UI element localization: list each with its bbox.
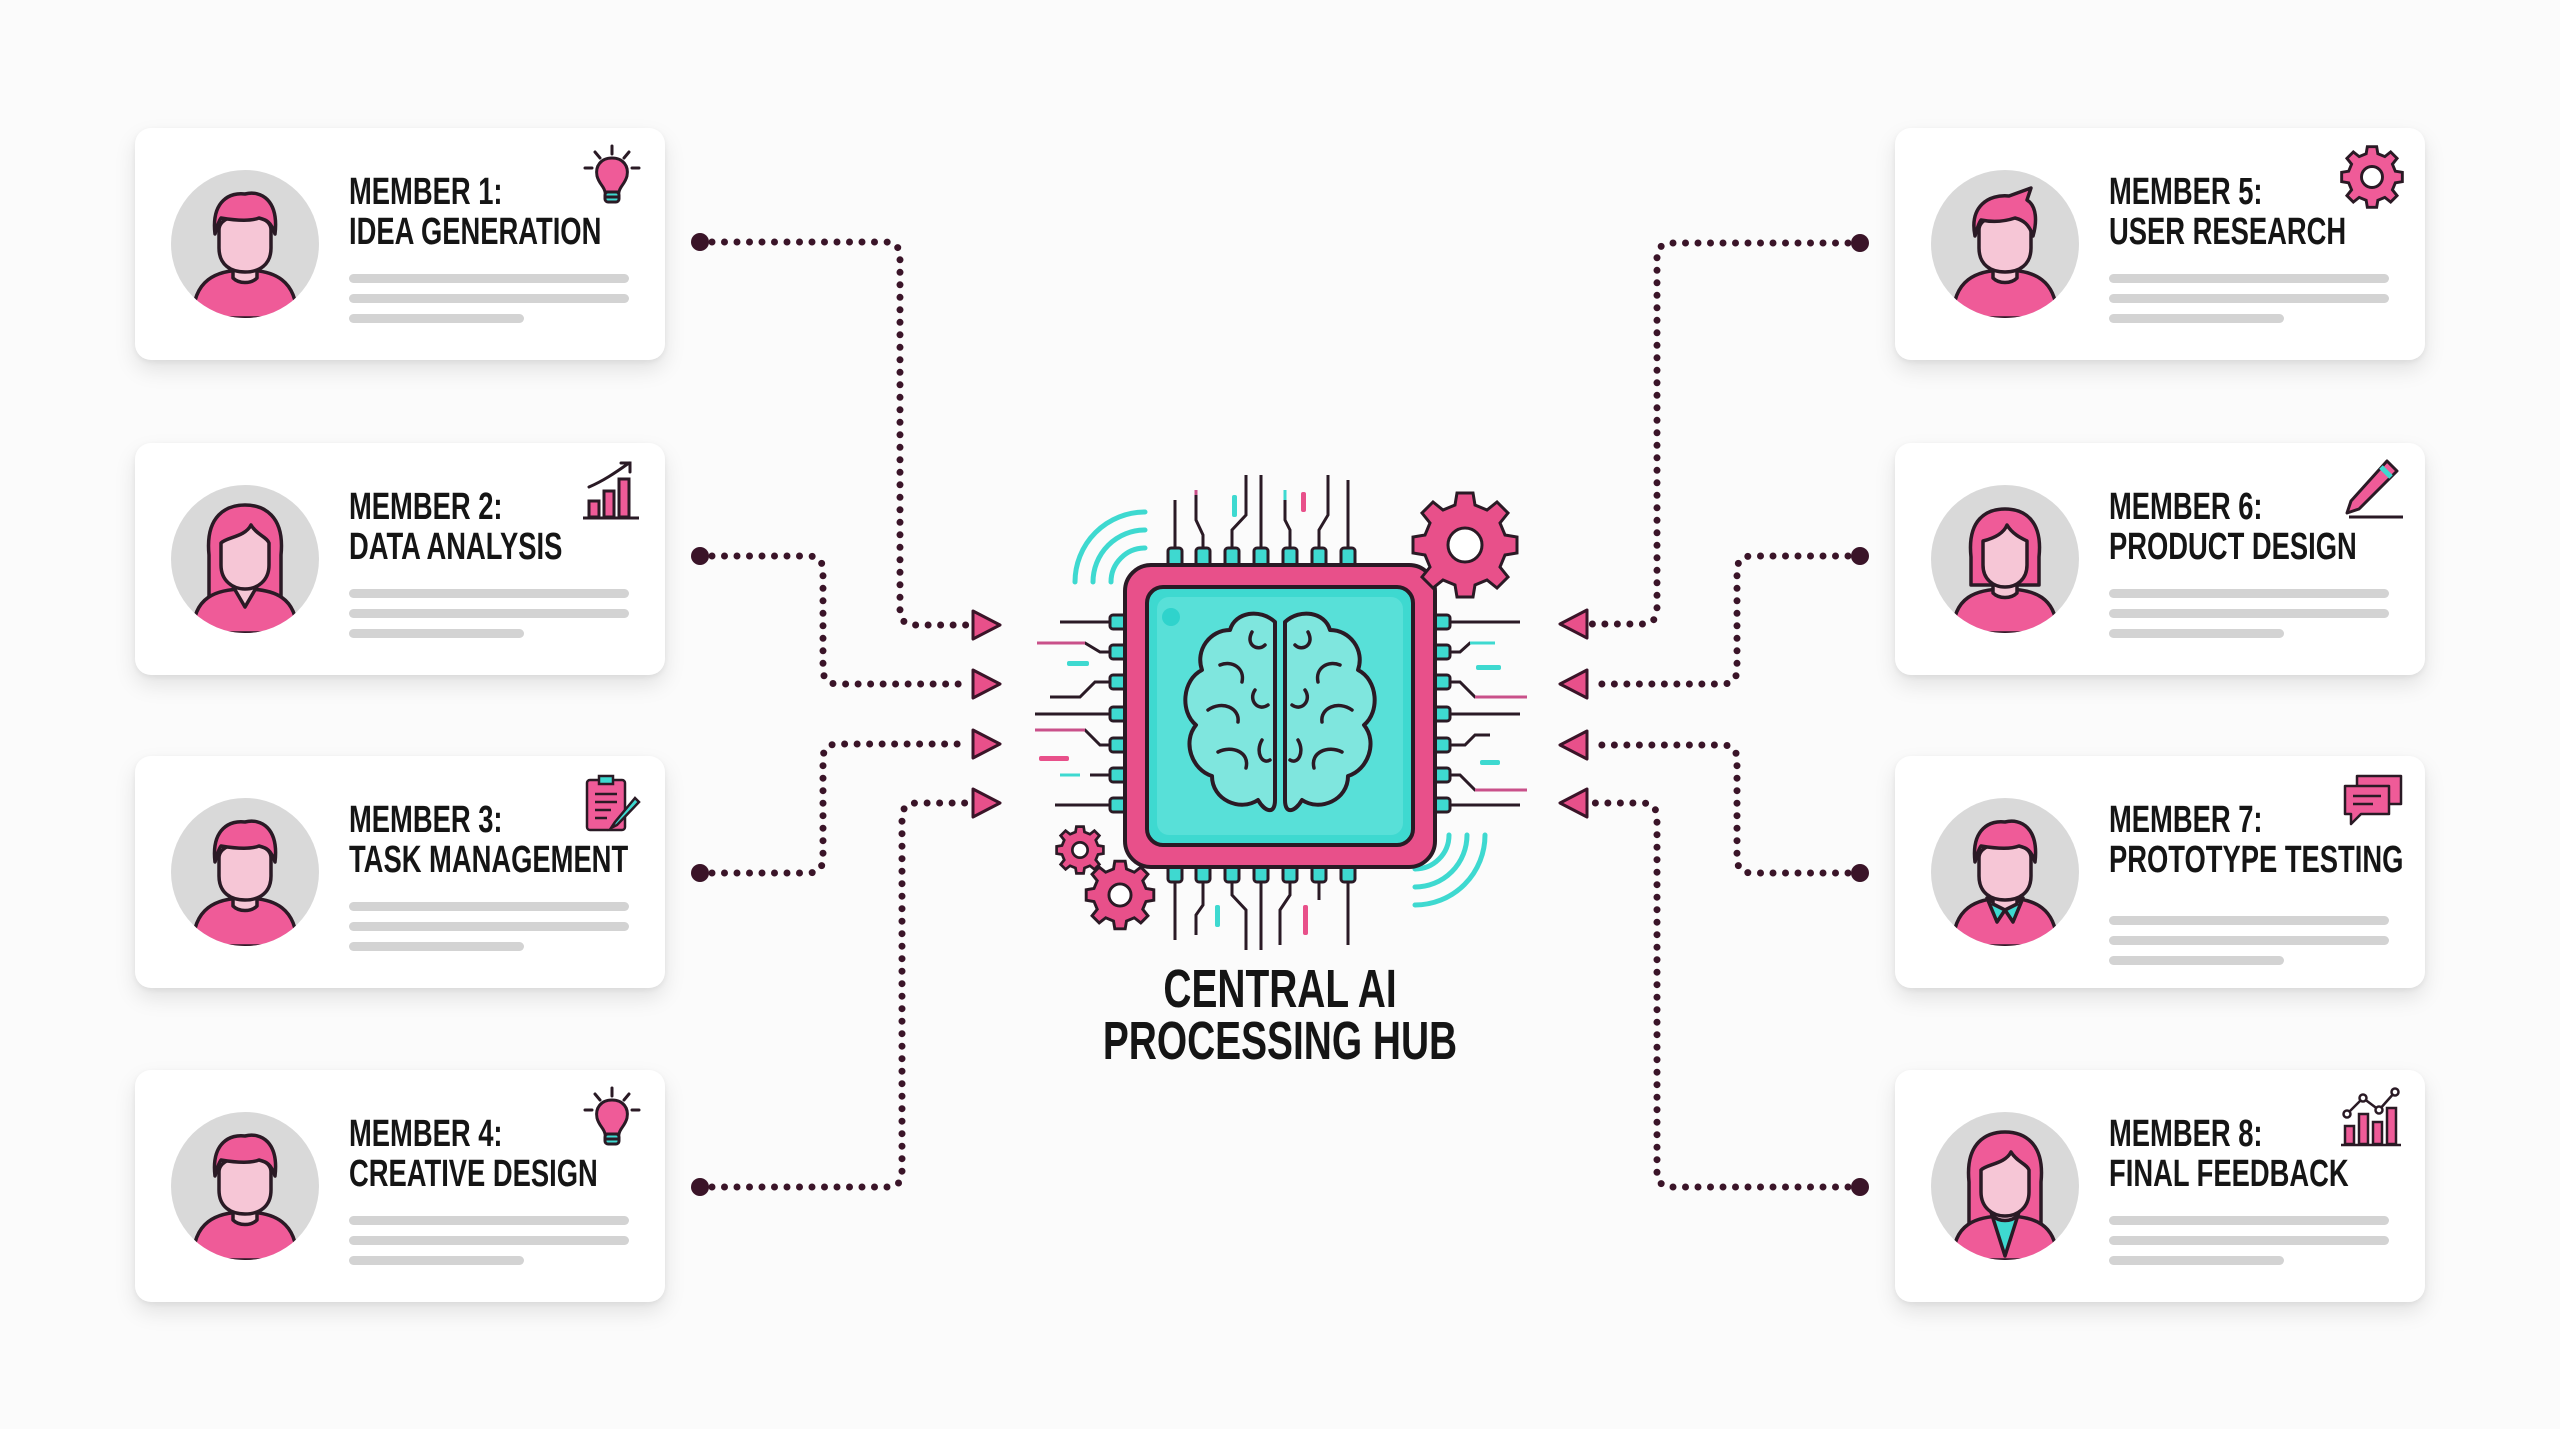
placeholder-line (349, 314, 524, 323)
lightbulb-icon (583, 144, 641, 204)
arrow-right-icon (971, 787, 1002, 819)
placeholder-line (349, 1256, 524, 1265)
member-role: IDEA GENERATION (349, 211, 602, 253)
placeholder-line (2109, 956, 2284, 965)
member-title: MEMBER 4: CREATIVE DESIGN (349, 1113, 598, 1195)
placeholder-line (2109, 1256, 2284, 1265)
clipboard-pencil-icon (585, 774, 641, 832)
placeholder-line (2109, 936, 2389, 945)
male-avatar (171, 1112, 319, 1260)
member-role: DATA ANALYSIS (349, 526, 563, 568)
placeholder-line (2109, 294, 2389, 303)
placeholder-line (2109, 314, 2284, 323)
female-avatar (171, 485, 319, 633)
female-avatar (1931, 485, 2079, 633)
placeholder-line (349, 274, 629, 283)
gear-icon (2340, 145, 2404, 209)
pencil-icon (2345, 459, 2403, 519)
member-number: MEMBER 7: (2109, 799, 2263, 841)
arrow-left-icon (1558, 608, 1589, 640)
connector-member-1 (708, 238, 972, 629)
placeholder-line (2109, 1216, 2389, 1225)
arrow-right-icon (971, 609, 1002, 641)
placeholder-line (349, 902, 629, 911)
placeholder-line (349, 629, 524, 638)
placeholder-line (349, 589, 629, 598)
arrow-left-icon (1558, 787, 1589, 819)
member-title: MEMBER 5: USER RESEARCH (2109, 171, 2347, 253)
placeholder-line (2109, 1236, 2389, 1245)
placeholder-line (349, 294, 629, 303)
placeholder-line (2109, 629, 2284, 638)
placeholder-line (349, 922, 629, 931)
arrow-right-icon (971, 668, 1002, 700)
hub-label-line1: CENTRAL AI (1163, 959, 1397, 1019)
hub-label-line2: PROCESSING HUB (1102, 1011, 1458, 1071)
female-avatar (1931, 1112, 2079, 1260)
member-card-6[interactable]: MEMBER 6: PRODUCT DESIGN (1895, 443, 2425, 675)
member-number: MEMBER 3: (349, 799, 503, 841)
member-title: MEMBER 8: FINAL FEEDBACK (2109, 1113, 2349, 1195)
connector-member-4 (708, 799, 972, 1191)
chat-bubbles-icon (2343, 774, 2403, 826)
arrow-right-icon (971, 728, 1002, 760)
member-card-3[interactable]: MEMBER 3: TASK MANAGEMENT (135, 756, 665, 988)
member-number: MEMBER 5: (2109, 171, 2263, 213)
member-number: MEMBER 6: (2109, 486, 2263, 528)
arrow-left-icon (1558, 668, 1589, 700)
member-card-7[interactable]: MEMBER 7: PROTOTYPE TESTING (1895, 756, 2425, 988)
brain-icon (1183, 611, 1377, 813)
member-title: MEMBER 3: TASK MANAGEMENT (349, 799, 629, 881)
placeholder-line (349, 609, 629, 618)
placeholder-line (2109, 609, 2389, 618)
placeholder-line (349, 1236, 629, 1245)
arrow-heads (971, 608, 1589, 819)
connector-member-2 (708, 552, 972, 688)
member-number: MEMBER 4: (349, 1113, 503, 1155)
member-card-5[interactable]: MEMBER 5: USER RESEARCH (1895, 128, 2425, 360)
male-avatar (171, 798, 319, 946)
member-card-4[interactable]: MEMBER 4: CREATIVE DESIGN (135, 1070, 665, 1302)
male-avatar (171, 170, 319, 318)
connector-member-6 (1588, 552, 1852, 688)
arrow-left-icon (1558, 729, 1589, 761)
connector-member-3 (708, 740, 972, 877)
member-title: MEMBER 1: IDEA GENERATION (349, 171, 602, 253)
member-role: FINAL FEEDBACK (2109, 1153, 2349, 1195)
placeholder-line (2109, 274, 2389, 283)
member-title: MEMBER 7: PROTOTYPE TESTING (2109, 799, 2404, 881)
member-card-1[interactable]: MEMBER 1: IDEA GENERATION (135, 128, 665, 360)
placeholder-line (349, 1216, 629, 1225)
member-role: USER RESEARCH (2109, 211, 2347, 253)
placeholder-line (2109, 916, 2389, 925)
placeholder-line (2109, 589, 2389, 598)
member-role: CREATIVE DESIGN (349, 1153, 598, 1195)
member-number: MEMBER 2: (349, 486, 503, 528)
member-title: MEMBER 2: DATA ANALYSIS (349, 487, 579, 567)
lightbulb-icon (583, 1086, 641, 1146)
placeholder-line (349, 942, 524, 951)
member-number: MEMBER 8: (2109, 1113, 2263, 1155)
male-avatar (1931, 170, 2079, 318)
member-title: MEMBER 6: PRODUCT DESIGN (2109, 486, 2357, 568)
hub-label: CENTRAL AI PROCESSING HUB (1100, 959, 1460, 1071)
connector-member-5 (1588, 239, 1852, 628)
bar-chart-growth-icon (583, 461, 639, 520)
male-collar-avatar (1931, 798, 2079, 946)
member-number: MEMBER 1: (349, 171, 503, 213)
member-card-2[interactable]: MEMBER 2: DATA ANALYSIS (135, 443, 665, 675)
gear-icon (1055, 491, 1519, 931)
connector-member-7 (1588, 741, 1852, 877)
member-role: PROTOTYPE TESTING (2109, 839, 2404, 881)
member-role: PRODUCT DESIGN (2109, 526, 2357, 568)
connector-start-dots (691, 233, 1869, 1196)
member-card-8[interactable]: MEMBER 8: FINAL FEEDBACK (1895, 1070, 2425, 1302)
connector-member-8 (1588, 799, 1852, 1191)
line-bar-chart-icon (2341, 1087, 2401, 1147)
member-role: TASK MANAGEMENT (349, 839, 629, 881)
